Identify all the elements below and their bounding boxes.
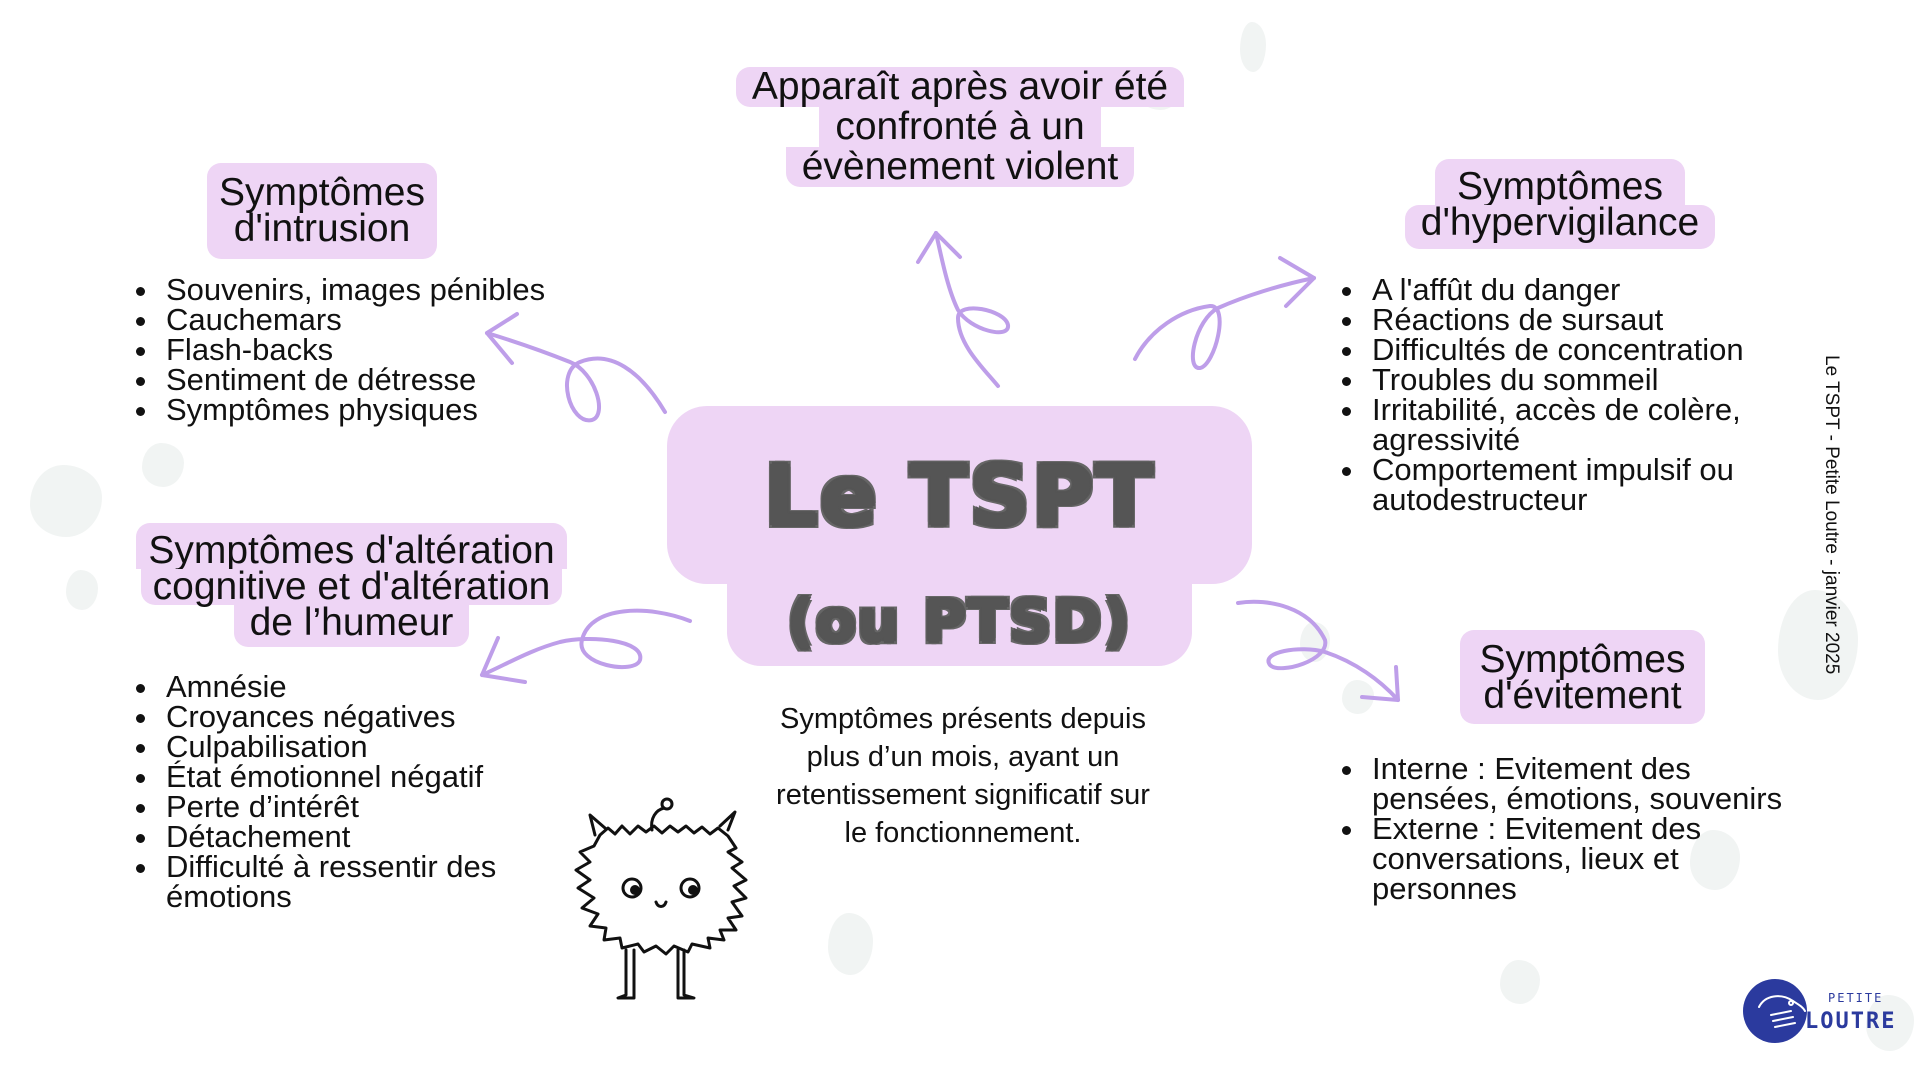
petite-loutre-logo: PETITE LOUTRE bbox=[1743, 975, 1897, 1047]
intrusion-heading-line: d'intrusion bbox=[233, 207, 411, 250]
evitement-list: Interne : Evitement des pensées, émotion… bbox=[1336, 753, 1816, 904]
list-item: Réactions de sursaut bbox=[1336, 304, 1806, 335]
otter-icon bbox=[1743, 979, 1807, 1043]
list-item: Interne : Evitement des pensées, émotion… bbox=[1336, 753, 1816, 814]
logo-text-big: LOUTRE bbox=[1805, 1009, 1897, 1034]
intrusion-heading-line: Symptômes bbox=[219, 171, 425, 214]
list-item: État émotionnel négatif bbox=[130, 761, 570, 792]
background-splotch bbox=[1866, 995, 1914, 1051]
list-item: Symptômes physiques bbox=[130, 394, 600, 425]
list-item: Difficultés de concentration bbox=[1336, 334, 1806, 365]
background-splotch bbox=[1778, 590, 1858, 700]
title-background bbox=[667, 406, 1252, 584]
alteration-heading-line: cognitive et d'altération bbox=[140, 567, 563, 606]
alteration-heading: Symptômes d'altération cognitive et d'al… bbox=[125, 523, 578, 647]
intrusion-list: Souvenirs, images pénibles Cauchemars Fl… bbox=[130, 274, 600, 425]
list-item: Flash-backs bbox=[130, 334, 600, 365]
evitement-heading-line: d'évitement bbox=[1483, 674, 1682, 717]
list-item: Perte d’intérêt bbox=[130, 791, 570, 822]
list-item: Cauchemars bbox=[130, 304, 600, 335]
list-item: Amnésie bbox=[130, 671, 570, 702]
arrow-to-event bbox=[934, 231, 1010, 388]
evitement-heading: Symptômes d'évitement bbox=[1460, 630, 1705, 724]
fluffy-monster-icon bbox=[574, 797, 748, 1000]
alteration-list: Amnésie Croyances négatives Culpabilisat… bbox=[130, 671, 570, 912]
list-item: Souvenirs, images pénibles bbox=[130, 274, 600, 305]
background-splotch bbox=[1690, 830, 1740, 890]
arrow-to-hypervigilance bbox=[1133, 276, 1316, 370]
title-background bbox=[727, 556, 1192, 666]
list-item: Culpabilisation bbox=[130, 731, 570, 762]
list-item: Irritabilité, accès de colère, agressivi… bbox=[1336, 394, 1806, 455]
background-splotch bbox=[1240, 22, 1266, 72]
list-item: Sentiment de détresse bbox=[130, 364, 600, 395]
hypervigilance-heading-line: Symptômes bbox=[1435, 159, 1685, 206]
duration-note: Symptômes présents depuis plus d’un mois… bbox=[776, 703, 1150, 849]
list-item: Externe : Evitement des conversations, l… bbox=[1336, 813, 1816, 904]
evitement-heading-line: Symptômes bbox=[1479, 638, 1686, 681]
background-splotch bbox=[1500, 960, 1540, 1004]
trigger-event-line: Apparaît après avoir été bbox=[735, 67, 1185, 107]
list-item: Difficulté à ressentir des émotions bbox=[130, 851, 570, 912]
credit-text: Le TSPT - Petite Loutre - janvier 2025 bbox=[1821, 355, 1842, 675]
hypervigilance-list: A l'affût du danger Réactions de sursaut… bbox=[1336, 274, 1806, 515]
list-item: Troubles du sommeil bbox=[1336, 364, 1806, 395]
background-splotch bbox=[30, 465, 102, 537]
trigger-event-line: confronté à un bbox=[819, 107, 1101, 147]
list-item: Détachement bbox=[130, 821, 570, 852]
hypervigilance-heading-line: d'hypervigilance bbox=[1404, 203, 1716, 249]
main-title: Le TSPT (ou PTSD) bbox=[667, 406, 1252, 666]
otter-face-icon bbox=[1758, 995, 1806, 1028]
alteration-heading-line: Symptômes d'altération bbox=[136, 523, 567, 570]
logo-text-small: PETITE bbox=[1828, 991, 1884, 1005]
list-item: A l'affût du danger bbox=[1336, 274, 1806, 305]
intrusion-heading: Symptômes d'intrusion bbox=[207, 163, 437, 259]
title-line-1: Le TSPT bbox=[764, 447, 1155, 545]
trigger-event-line: évènement violent bbox=[785, 147, 1135, 187]
title-line-2: (ou PTSD) bbox=[787, 587, 1132, 655]
background-splotch bbox=[66, 570, 98, 610]
background-splotch bbox=[828, 913, 873, 975]
trigger-event-box: Apparaît après avoir été confronté à un … bbox=[733, 67, 1187, 187]
background-splotch bbox=[1342, 680, 1374, 714]
list-item: Croyances négatives bbox=[130, 701, 570, 732]
alteration-heading-line: de l’humeur bbox=[233, 603, 470, 647]
hypervigilance-heading: Symptômes d'hypervigilance bbox=[1402, 159, 1718, 249]
background-splotch bbox=[142, 443, 184, 487]
background-splotch bbox=[1300, 622, 1330, 662]
list-item: Comportement impulsif ou autodestructeur bbox=[1336, 454, 1806, 515]
